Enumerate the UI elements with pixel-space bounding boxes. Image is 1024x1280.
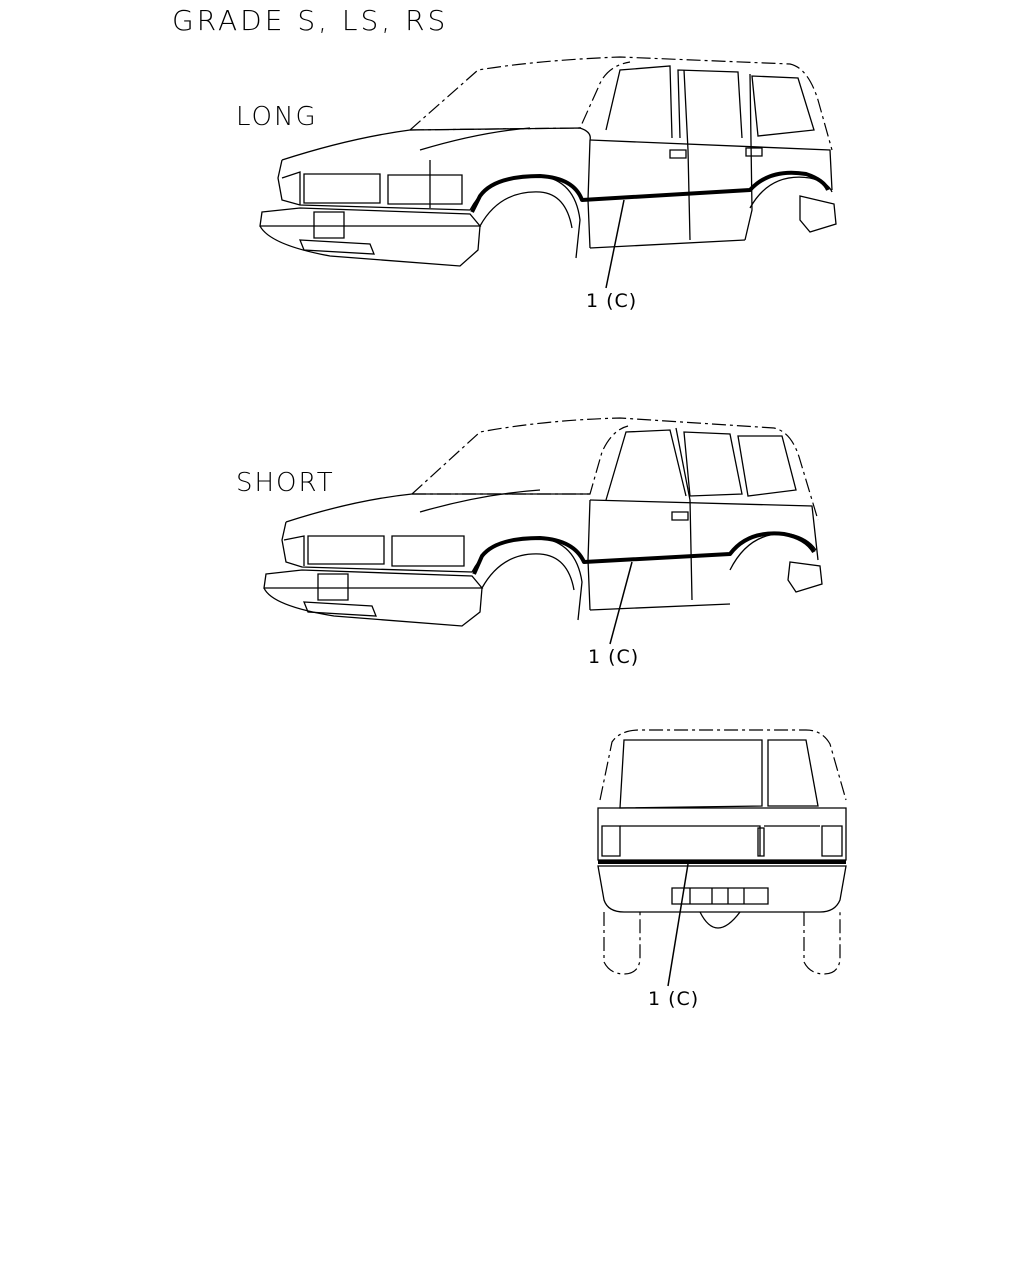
leader-line-short [609,561,633,645]
callout-short: 1 (C) [588,646,640,668]
vehicle-long-side [259,56,837,267]
variant-label-long: LONG [236,102,318,132]
vehicle-rear [597,729,847,975]
leader-line-rear [667,863,689,987]
page-title: GRADE S, LS, RS [172,4,449,37]
callout-rear: 1 (C) [648,988,700,1010]
leader-line-long [605,199,625,289]
vehicle-short-side [263,417,823,627]
callout-long: 1 (C) [586,290,638,312]
variant-label-short: SHORT [236,468,335,498]
